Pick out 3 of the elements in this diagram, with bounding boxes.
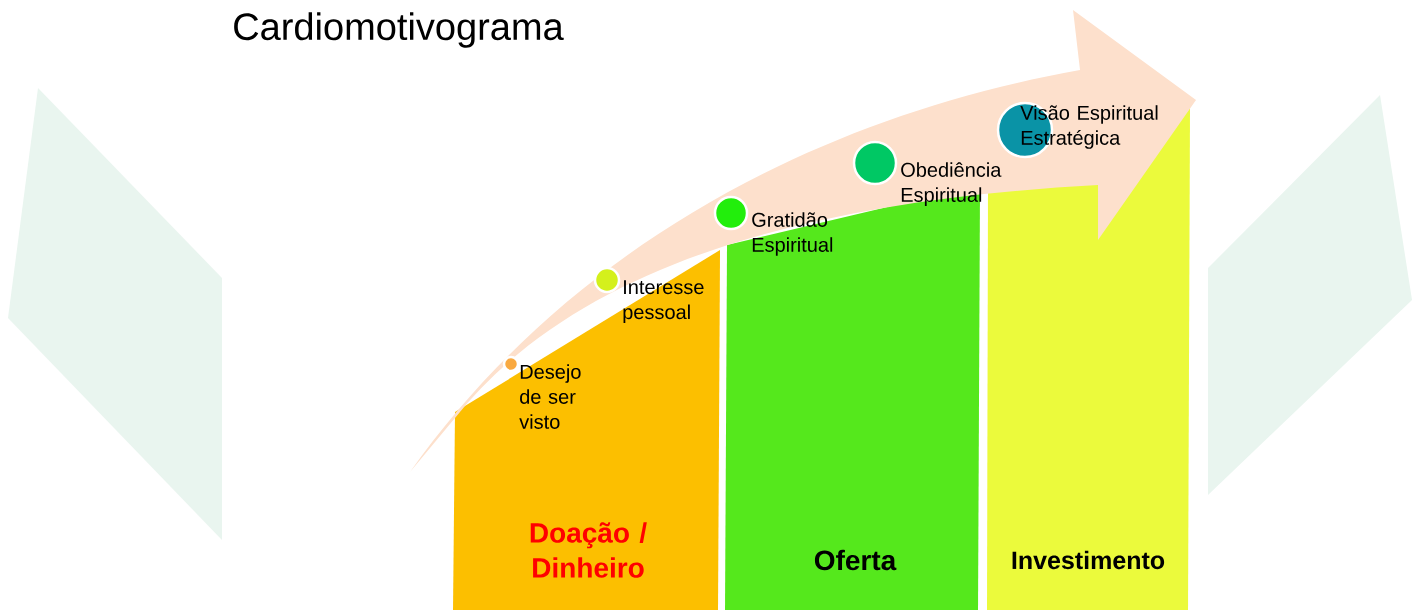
stage-label: Gratidão Espiritual — [752, 212, 833, 256]
title: Cardiomotivograma — [234, 12, 564, 48]
stage-label: Desejo de ser visto — [519, 364, 581, 429]
